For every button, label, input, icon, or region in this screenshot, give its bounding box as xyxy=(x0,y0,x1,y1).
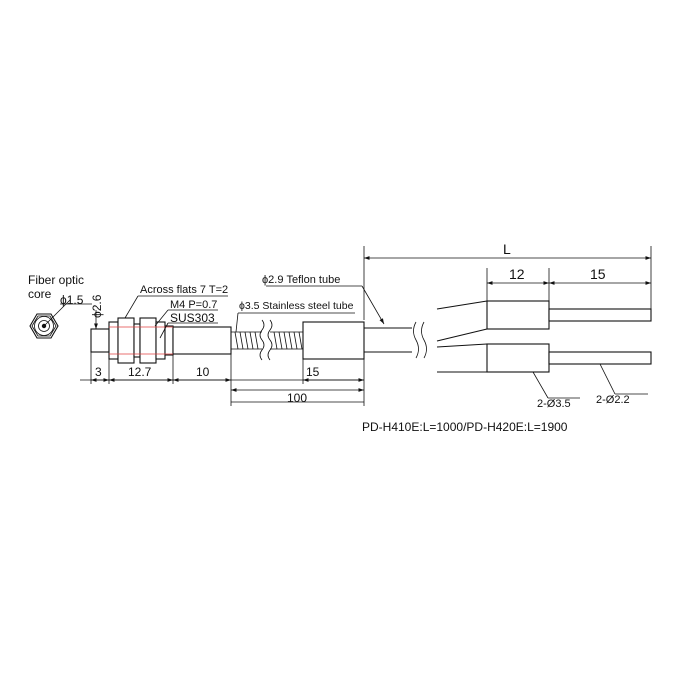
teflon-tube-label: ϕ2.9 Teflon tube xyxy=(262,274,340,286)
connector-diameter-label: 2-Ø3.5 xyxy=(537,398,571,410)
material-label: SUS303 xyxy=(170,311,215,325)
sensor-head-side-view xyxy=(90,310,232,364)
dim-15-connector: 15 xyxy=(590,266,606,282)
wire-diameter-label: 2-Ø2.2 xyxy=(596,394,630,406)
stainless-steel-tube xyxy=(231,312,355,361)
head-dimension-chain xyxy=(80,352,365,406)
teflon-tube-section xyxy=(266,285,412,360)
dim-15-head: 15 xyxy=(306,365,320,379)
fiber-core-label-line1: Fiber optic xyxy=(28,273,84,287)
dim-3: 3 xyxy=(95,365,102,379)
dim-10: 10 xyxy=(196,365,210,379)
dim-12-7: 12.7 xyxy=(128,365,152,379)
connector-upper xyxy=(436,300,652,342)
end-view-hex-nut xyxy=(29,299,92,339)
across-flats-label: Across flats 7 T=2 xyxy=(140,284,228,296)
dim-12: 12 xyxy=(509,266,525,282)
dim-L: L xyxy=(503,241,511,257)
core-diameter-label: ϕ1.5 xyxy=(60,293,84,307)
connector-lower xyxy=(436,343,652,373)
tip-diameter-label: ϕ2.6 xyxy=(90,294,104,318)
break-marks xyxy=(413,321,427,359)
dim-100: 100 xyxy=(287,391,307,405)
connector-dimension-chain xyxy=(363,246,652,399)
thread-spec-label: M4 P=0.7 xyxy=(170,299,217,311)
head-label-leaders xyxy=(124,295,228,339)
fiber-core-label-line2: core xyxy=(28,287,52,301)
model-designation: PD-H410E:L=1000/PD-H420E:L=1900 xyxy=(362,420,568,434)
stainless-tube-label: ϕ3.5 Stainless steel tube xyxy=(239,300,354,312)
